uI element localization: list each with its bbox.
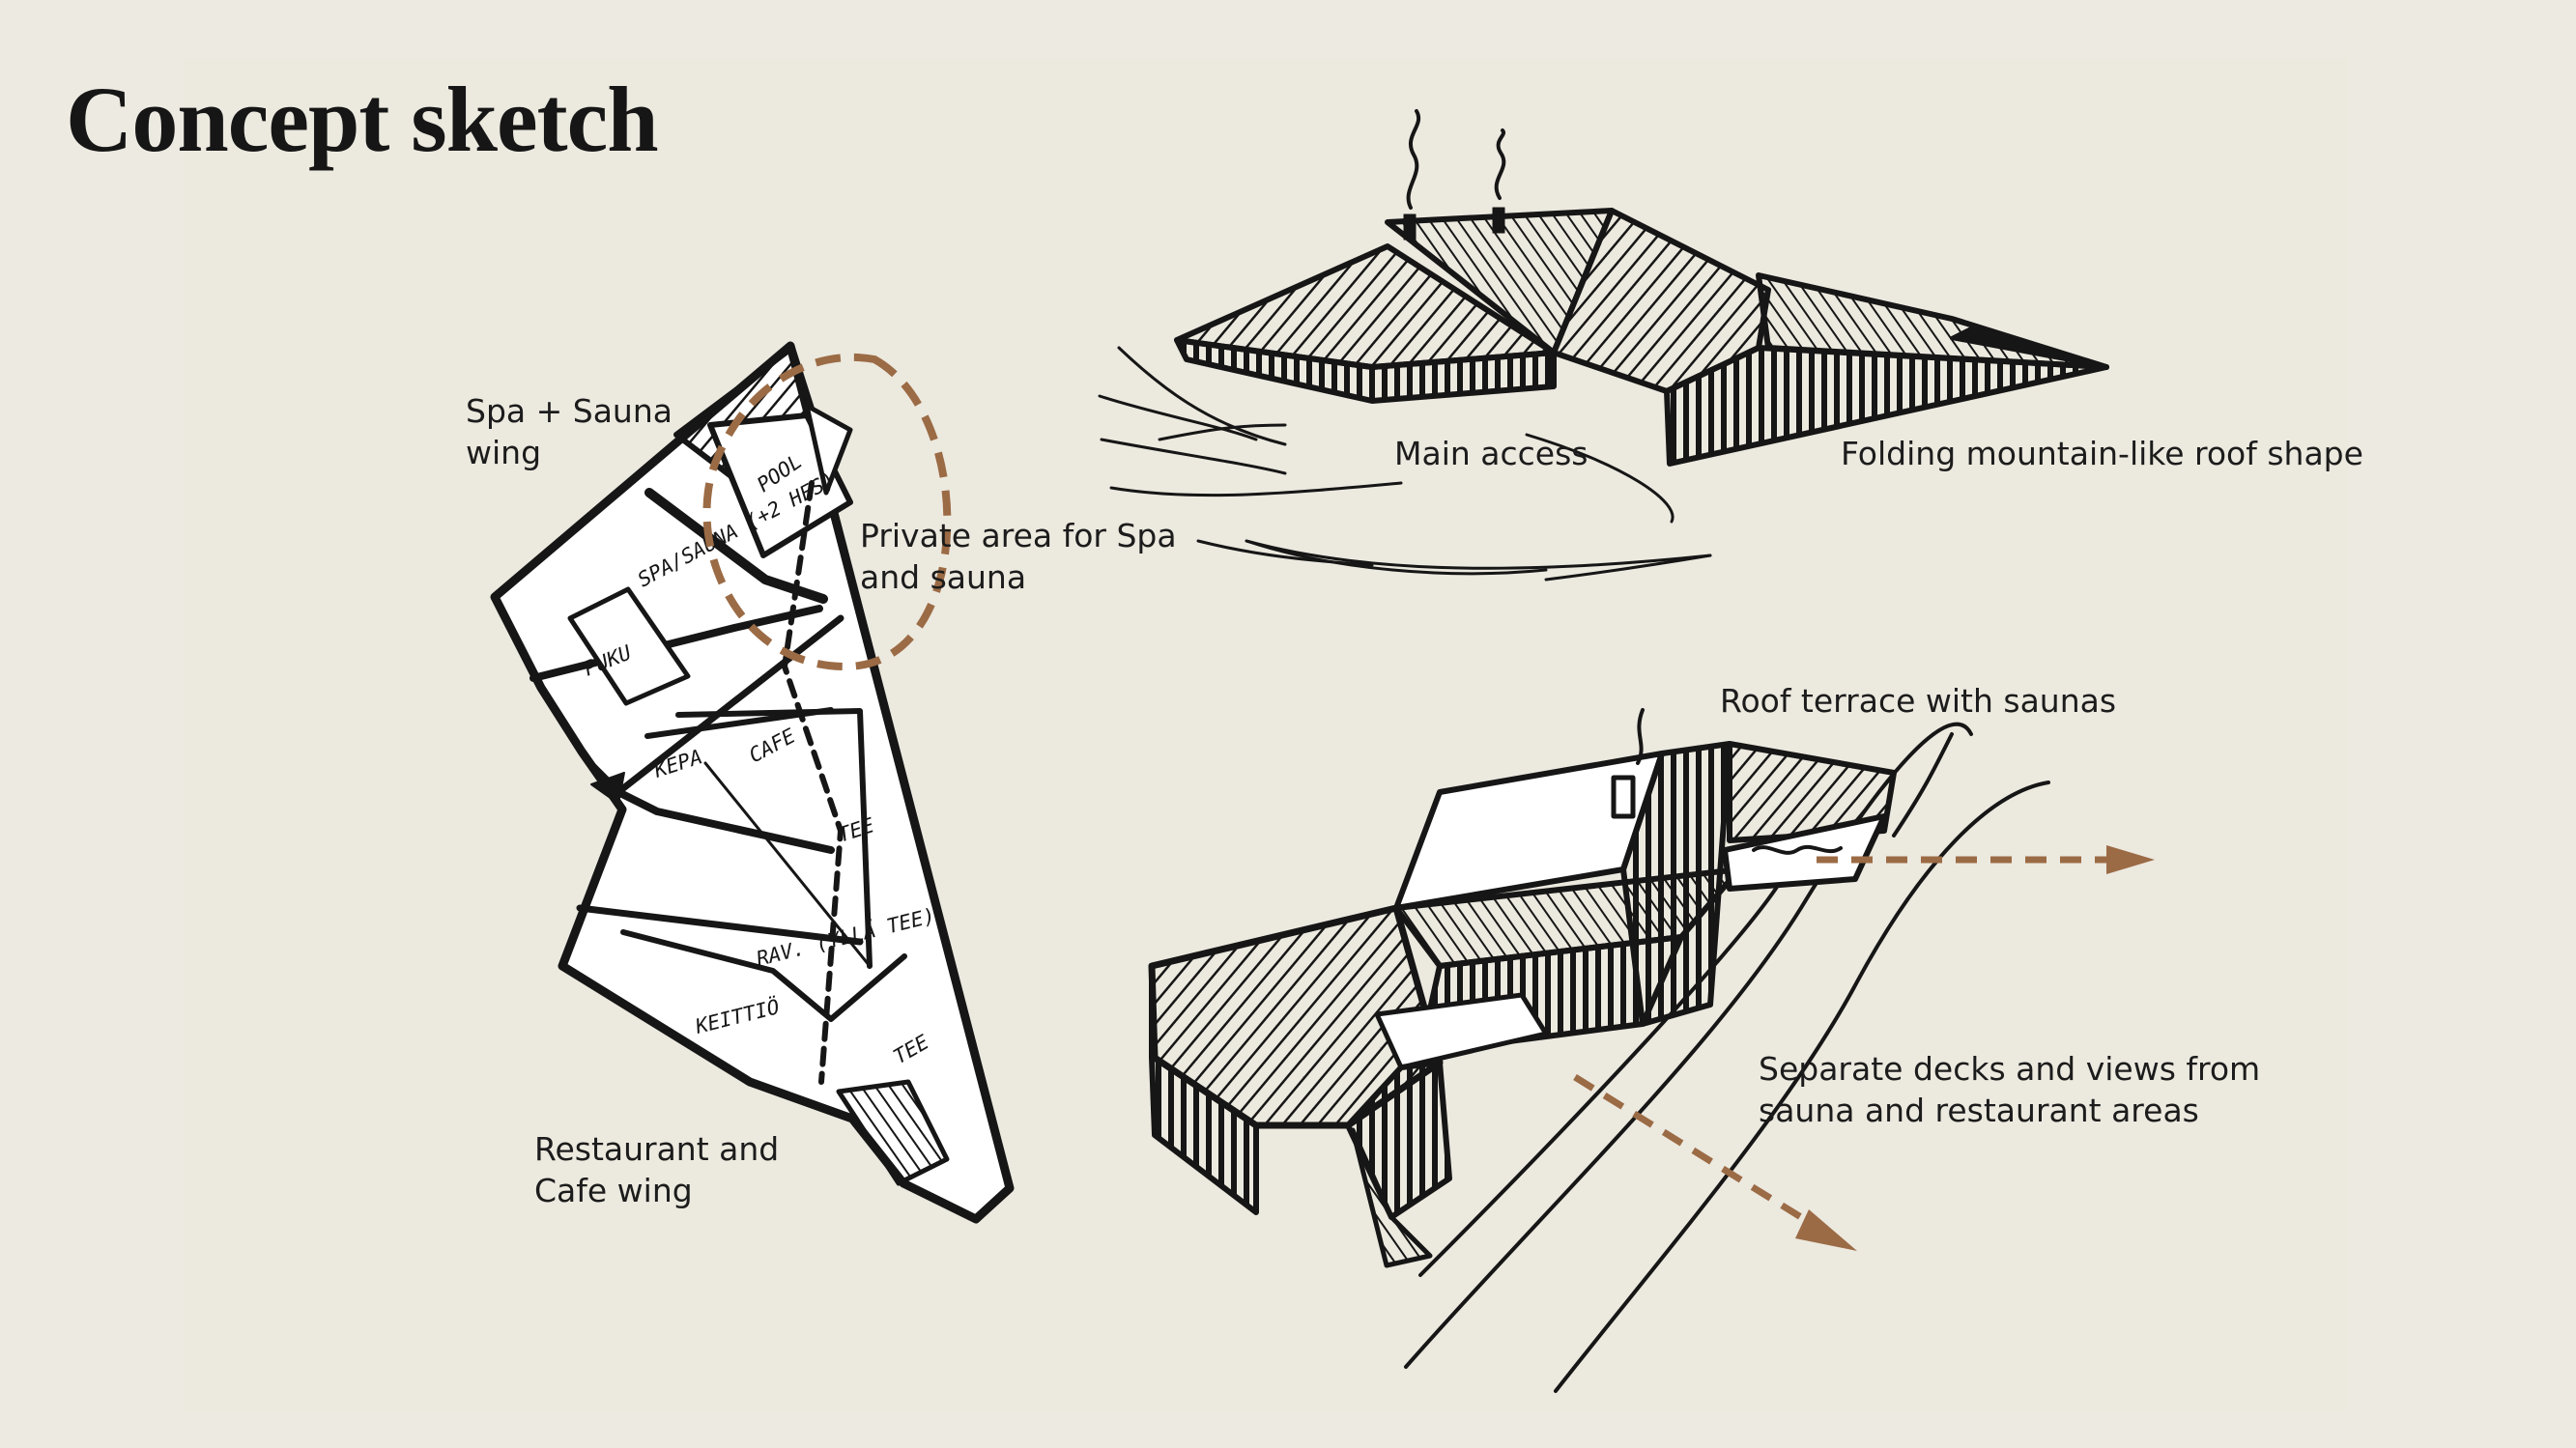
label-roof-shape: Folding mountain-like roof shape (1841, 433, 2363, 474)
label-main-access: Main access (1394, 433, 1588, 474)
view-arrow-southeast-head (1795, 1209, 1857, 1251)
label-restaurant-cafe-wing: Restaurant and Cafe wing (534, 1128, 779, 1211)
exterior-view-sketch (1100, 111, 2106, 580)
label-private-area: Private area for Spa and sauna (860, 515, 1177, 598)
label-spa-sauna-wing: Spa + Sauna wing (466, 390, 673, 473)
view-arrow-east-head (2106, 845, 2155, 874)
label-roof-terrace: Roof terrace with saunas (1720, 680, 2116, 722)
label-decks-views: Separate decks and views from sauna and … (1759, 1048, 2260, 1131)
floor-plan-sketch: POOL SPA/SAUNA (+2 HES) PUKU KEPA CAFE T… (495, 346, 1010, 1219)
